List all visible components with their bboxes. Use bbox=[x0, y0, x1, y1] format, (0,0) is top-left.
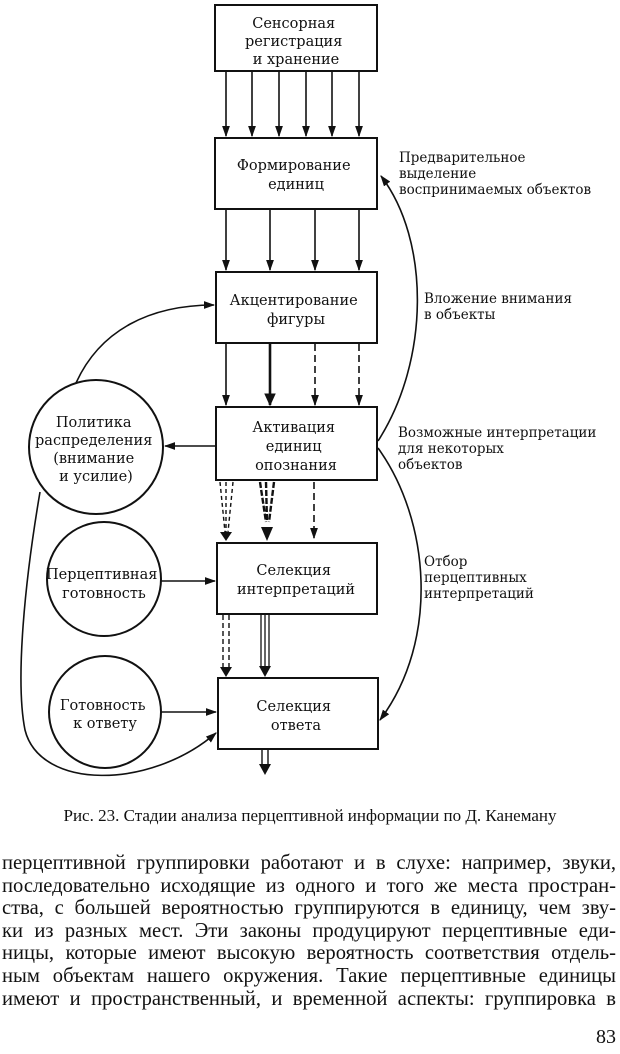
box-interpretation-selection: Селекция интерпретаций bbox=[216, 542, 378, 615]
box-recognition-activation: Активация единиц опознания bbox=[215, 406, 378, 481]
label-perceptual-selection: Отбор перцептивных интерпретаций bbox=[424, 554, 534, 602]
feedback-curve-upper bbox=[377, 175, 419, 442]
arrows-sensory-to-units bbox=[222, 72, 363, 138]
left-connectors bbox=[20, 301, 218, 777]
svg-text:Селекция ответа: Селекция ответа bbox=[256, 699, 335, 734]
box-unit-formation: Формирование единиц bbox=[214, 137, 378, 210]
box-sensory-registration: Сенсорная регистрация и хранение bbox=[214, 4, 378, 72]
svg-text:Политика распределения: Политика распределения (внимание и усили… bbox=[35, 415, 157, 485]
body-line: ным объектам нашего окружения. Такие пер… bbox=[2, 964, 616, 987]
svg-text:Возможные интерпретации: Возможные интерпретации для некоторых об… bbox=[398, 425, 601, 473]
body-line: ницы, которые имеют высокую вероятность … bbox=[2, 942, 616, 965]
circle-allocation-policy: Политика распределения (внимание и усили… bbox=[28, 379, 164, 515]
body-line: ства, с большей вероятностью группируютс… bbox=[2, 897, 616, 920]
svg-text:Вложение внимания в объе: Вложение внимания в объекты bbox=[424, 291, 576, 323]
body-paragraph: перцептивной группировки работают и в сл… bbox=[2, 852, 616, 1010]
body-line: последовательно исходящие из одного и то… bbox=[2, 874, 616, 897]
svg-text:Отбор перцептивных: Отбор перцептивных интерпретаций bbox=[424, 554, 534, 602]
body-line: ки из разных мест. Эти законы продуцирую… bbox=[2, 919, 616, 942]
label-preliminary-selection: Предварительное выделение воспринимаемых… bbox=[399, 150, 591, 198]
label-attention-investment: Вложение внимания в объекты bbox=[424, 291, 576, 323]
page-number: 83 bbox=[596, 1026, 616, 1048]
svg-text:Перцептивная готовность: Перцептивная готовность bbox=[46, 567, 162, 602]
output-arrow bbox=[259, 750, 271, 775]
svg-text:Селекция интерпретаций: Селекция интерпретаций bbox=[237, 563, 355, 598]
arrows-figure-to-activation bbox=[222, 344, 363, 407]
svg-text:Акцентирование фигуры: Акцентирование фигуры bbox=[230, 293, 363, 328]
svg-text:Сенсорная регистрация: Сенсорная регистрация и хранение bbox=[245, 16, 347, 68]
circle-response-readiness: Готовность к ответу bbox=[48, 655, 162, 769]
feedback-curve-lower bbox=[377, 447, 422, 721]
box-figure-emphasis: Акцентирование фигуры bbox=[215, 271, 378, 344]
svg-text:Предварительное выделени: Предварительное выделение воспринимаемых… bbox=[399, 150, 591, 198]
body-line: перцептивной группировки работают и в сл… bbox=[2, 852, 616, 874]
figure-caption: Рис. 23. Стадии анализа перцептивной инф… bbox=[63, 806, 557, 825]
box-response-selection: Селекция ответа bbox=[217, 677, 379, 750]
circle-perceptual-readiness: Перцептивная готовность bbox=[46, 521, 162, 637]
label-possible-interpretations: Возможные интерпретации для некоторых об… bbox=[398, 425, 601, 473]
body-line: имеют и пространственный, и временной ас… bbox=[2, 987, 616, 1010]
kahneman-diagram: Сенсорная регистрация и хранение Формиро… bbox=[20, 4, 601, 777]
arrows-activation-to-interpretation bbox=[219, 481, 318, 541]
arrows-units-to-figure bbox=[222, 210, 363, 272]
svg-text:Готовность к ответу: Готовность к ответу bbox=[60, 698, 150, 732]
svg-text:Формирование единиц: Формирование единиц bbox=[237, 158, 355, 193]
arrows-interpretation-to-response bbox=[220, 615, 271, 677]
svg-text:Активация единиц о: Активация единиц опознания bbox=[252, 420, 339, 474]
